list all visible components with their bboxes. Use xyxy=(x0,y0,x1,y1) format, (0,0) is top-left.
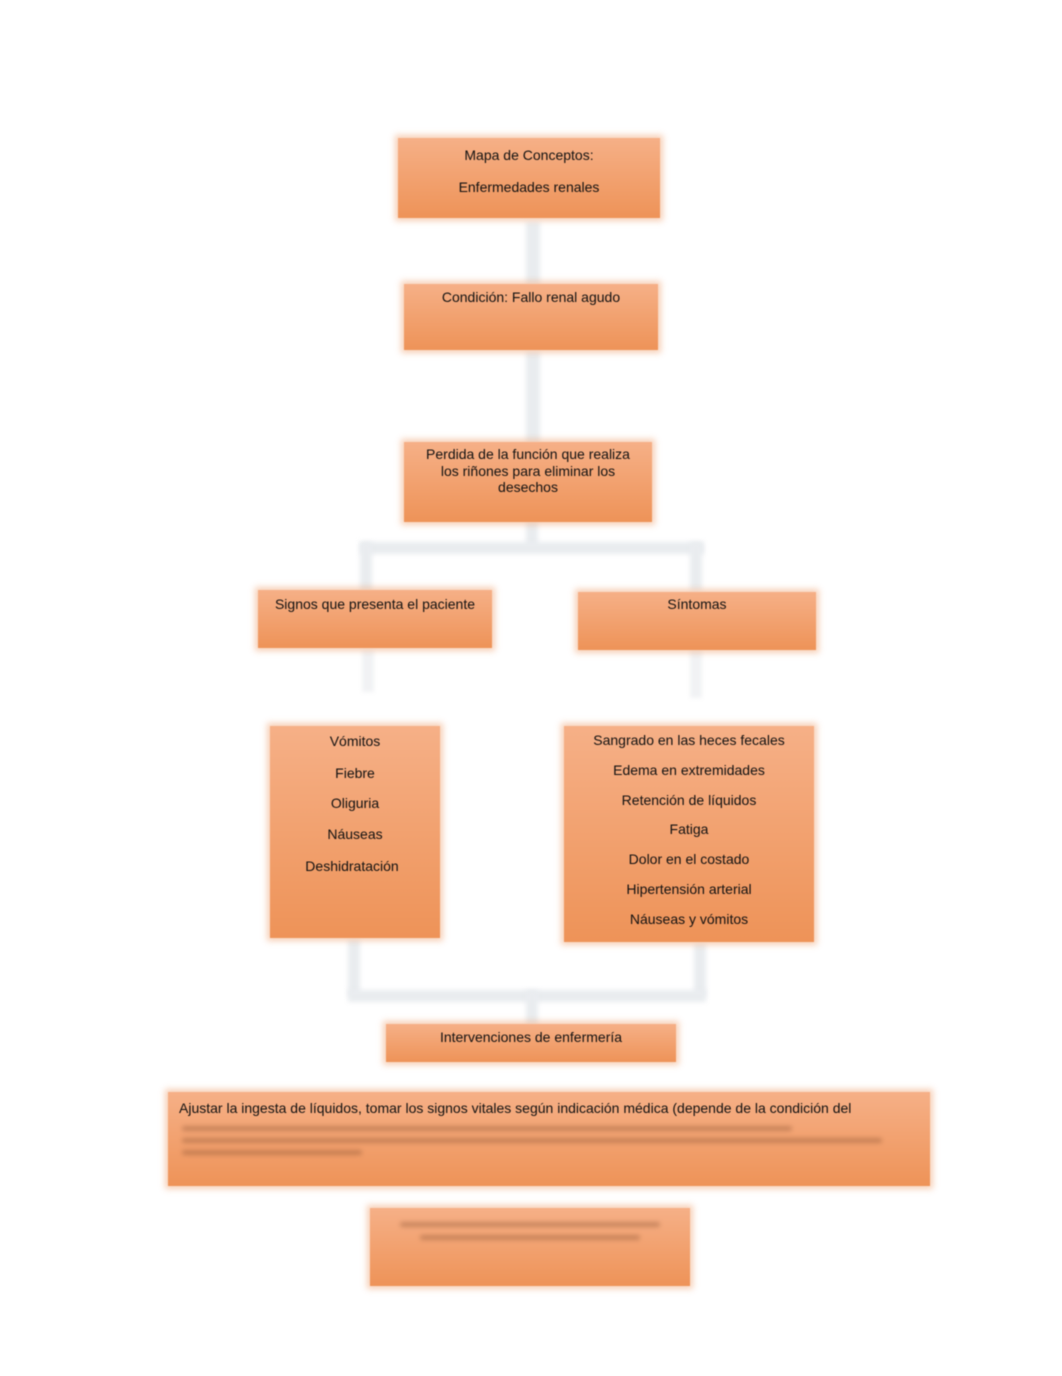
obscured-text-line xyxy=(182,1126,792,1131)
connector-signs-list xyxy=(362,650,374,692)
connector-symptoms-bottom xyxy=(694,944,706,996)
interventions-node: Intervenciones de enfermería xyxy=(386,1024,676,1062)
symptom-item: Retención de líquidos xyxy=(621,792,757,808)
symptom-item: Edema en extremidades xyxy=(613,762,765,778)
condition-label: Condición: Fallo renal agudo xyxy=(441,289,621,305)
connector-branch-left xyxy=(360,542,372,590)
connector-definition-split xyxy=(526,522,538,548)
signs-list-node: Vómitos Fiebre Oliguria Náuseas Deshidra… xyxy=(270,726,440,938)
concept-map-topic: Enfermedades renales xyxy=(458,179,600,195)
obscured-detail-node xyxy=(370,1208,690,1286)
concept-map-title: Mapa de Conceptos: xyxy=(464,147,594,163)
symptoms-label: Síntomas xyxy=(667,596,727,612)
connector-branch-horizontal xyxy=(360,542,704,554)
symptoms-list-node: Sangrado en las heces fecales Edema en e… xyxy=(564,726,814,942)
sign-item: Náuseas xyxy=(327,826,383,842)
connector-condition-definition xyxy=(526,352,540,442)
signs-node: Signos que presenta el paciente xyxy=(258,590,492,648)
connector-signs-bottom xyxy=(348,940,360,996)
symptom-item: Hipertensión arterial xyxy=(626,881,752,897)
intervention-detail-node: Ajustar la ingesta de líquidos, tomar lo… xyxy=(168,1092,930,1186)
signs-label: Signos que presenta el paciente xyxy=(274,596,476,612)
obscured-text-line xyxy=(182,1150,362,1155)
symptoms-node: Síntomas xyxy=(578,592,816,650)
sign-item: Vómitos xyxy=(329,733,381,749)
connector-symptoms-list xyxy=(690,650,702,698)
obscured-text-line xyxy=(400,1222,660,1227)
symptom-item: Dolor en el costado xyxy=(628,851,750,867)
intervention-detail-text: Ajustar la ingesta de líquidos, tomar lo… xyxy=(179,1100,852,1116)
definition-node: Perdida de la función que realiza los ri… xyxy=(404,442,652,522)
connector-branch-right xyxy=(690,542,702,590)
connector-merge-interventions xyxy=(526,990,538,1024)
concept-map-title-node: Mapa de Conceptos: Enfermedades renales xyxy=(398,138,660,218)
sign-item: Fiebre xyxy=(335,765,375,781)
sign-item: Deshidratación xyxy=(305,858,399,874)
sign-item: Oliguria xyxy=(330,795,380,811)
symptom-item: Náuseas y vómitos xyxy=(629,911,749,927)
symptom-item: Fatiga xyxy=(669,821,709,837)
interventions-label: Intervenciones de enfermería xyxy=(439,1029,623,1045)
condition-node: Condición: Fallo renal agudo xyxy=(404,284,658,350)
symptom-item: Sangrado en las heces fecales xyxy=(593,732,785,748)
definition-label: Perdida de la función que realiza los ri… xyxy=(426,446,630,495)
obscured-text-line xyxy=(420,1235,640,1240)
connector-title-condition xyxy=(526,222,540,284)
obscured-text-line xyxy=(182,1138,882,1143)
